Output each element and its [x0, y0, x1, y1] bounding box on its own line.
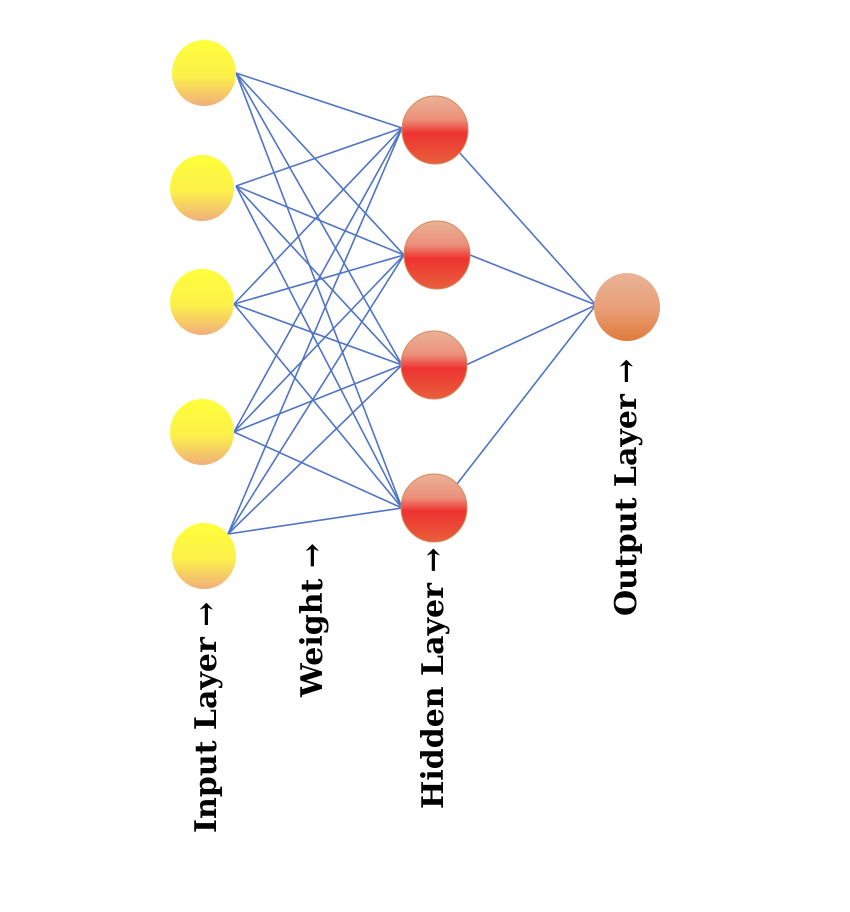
hidden-neuron-2	[403, 220, 471, 290]
edge-input-1-hidden-1	[235, 72, 403, 129]
hidden-neuron-1	[401, 95, 469, 165]
neurons	[170, 40, 660, 589]
edge-hidden-4-output	[456, 304, 597, 485]
weight-label: Weight →	[295, 543, 330, 698]
edge-input-5-hidden-1	[227, 127, 403, 535]
output-layer-label: Output Layer →	[609, 359, 644, 616]
input-neuron-4	[170, 399, 234, 465]
edge-input-4-hidden-3	[233, 364, 403, 433]
edge-input-2-hidden-2	[235, 185, 405, 256]
input-neuron-2	[170, 155, 234, 221]
hidden-layer-label: Hidden Layer →	[416, 548, 451, 809]
output-neuron	[594, 273, 660, 341]
edge-input-3-hidden-4	[233, 303, 403, 509]
input-neuron-3	[170, 269, 234, 335]
edge-input-5-hidden-2	[227, 254, 405, 535]
edge-input-4-hidden-4	[233, 431, 403, 509]
edge-input-3-hidden-3	[233, 303, 403, 366]
edge-input-1-hidden-2	[235, 72, 405, 256]
edge-hidden-3-output	[465, 304, 597, 366]
edge-input-4-hidden-1	[233, 127, 403, 433]
input-neuron-1	[172, 40, 236, 106]
edge-input-2-hidden-4	[235, 185, 403, 509]
edge-input-3-hidden-1	[233, 127, 403, 305]
edge-input-2-hidden-1	[235, 127, 403, 187]
edge-hidden-2-output	[469, 254, 597, 306]
edge-input-5-hidden-3	[227, 364, 403, 535]
edge-input-1-hidden-4	[235, 72, 403, 509]
input-layer-label: Input Layer →	[189, 602, 224, 833]
hidden-neuron-3	[400, 330, 468, 400]
edge-hidden-1-output	[458, 151, 597, 306]
edge-input-2-hidden-3	[235, 185, 403, 366]
edge-input-1-hidden-3	[235, 72, 403, 366]
input-neuron-5	[172, 523, 236, 589]
weight-connections	[227, 72, 597, 535]
edge-input-4-hidden-2	[233, 254, 405, 433]
edge-input-5-hidden-4	[227, 507, 403, 535]
hidden-neuron-4	[400, 473, 468, 543]
